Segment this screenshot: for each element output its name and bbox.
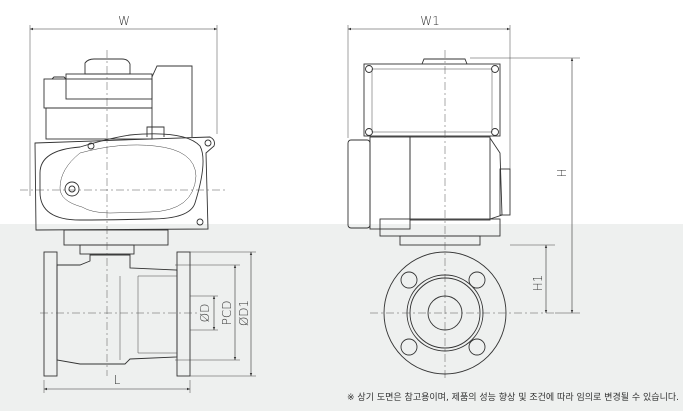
left-flange	[43, 251, 58, 377]
d1-label: ØD1	[237, 300, 251, 326]
w-label: W	[118, 14, 130, 28]
valve-body	[56, 254, 178, 365]
gear-housing	[34, 136, 215, 231]
w1-label: W1	[420, 14, 440, 28]
side-view	[347, 25, 580, 380]
h1-label: H1	[531, 275, 545, 292]
disclaimer-note: ※ 상기 도면은 참고용이며, 제품의 성능 향상 및 조건에 따라 임의로 변…	[347, 393, 679, 403]
front-view	[20, 25, 256, 393]
h-label: H	[555, 168, 569, 177]
motor-cap	[84, 58, 131, 75]
l-label: L	[114, 373, 121, 387]
d-label: ØD	[198, 304, 212, 323]
bolt-holes	[400, 271, 486, 356]
top-cover	[363, 63, 501, 137]
right-flange	[176, 251, 191, 377]
pcd-label: PCD	[220, 301, 234, 326]
mounting-bracket	[63, 229, 169, 246]
